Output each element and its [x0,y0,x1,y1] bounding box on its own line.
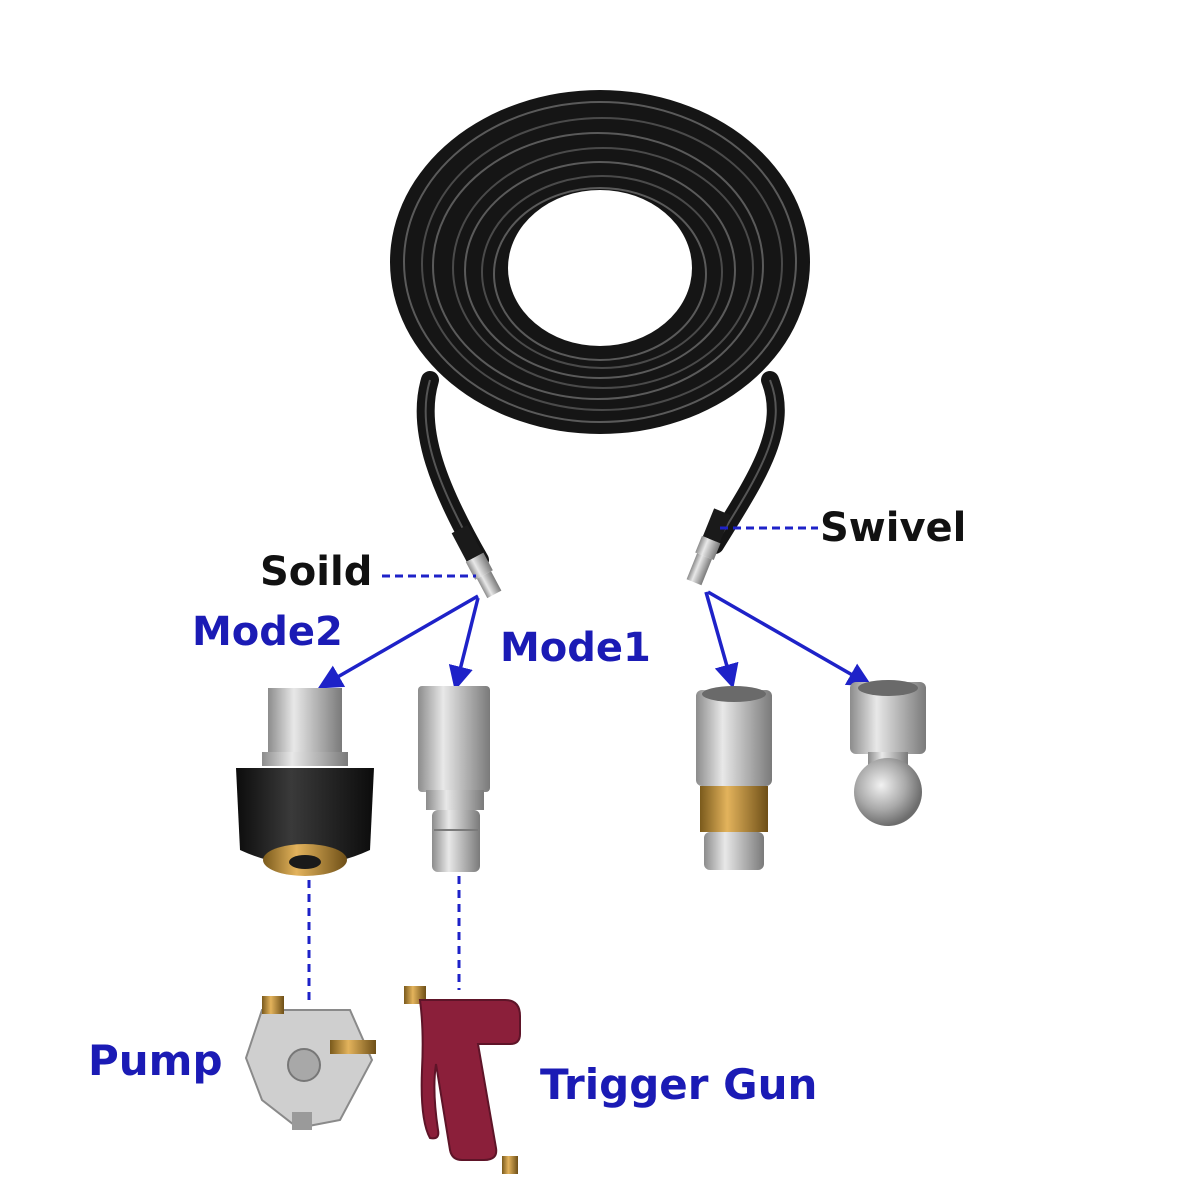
mode1-label: Mode1 [500,625,651,671]
swivel-label: Swivel [820,505,967,551]
trigger-gun-icon [404,986,521,1174]
button-nozzle-icon [850,680,926,826]
rotating-nozzle-icon [696,686,772,870]
quick-connect-plug-icon [418,686,490,872]
coiled-hose-icon [390,90,810,569]
pump-icon [244,996,376,1130]
m22-coupler-icon [236,688,374,876]
swivel-arrow-left [704,591,739,689]
mode1-arrow [448,597,480,691]
swivel-fitting-icon [686,508,731,586]
solid-fitting-icon [451,524,502,599]
trigger-gun-label: Trigger Gun [540,1060,818,1109]
pump-label: Pump [88,1036,223,1085]
mode2-label: Mode2 [192,609,343,655]
swivel-arrow-right [707,590,873,687]
solid-label: Soild [260,549,373,595]
mode2-arrow [317,594,479,689]
